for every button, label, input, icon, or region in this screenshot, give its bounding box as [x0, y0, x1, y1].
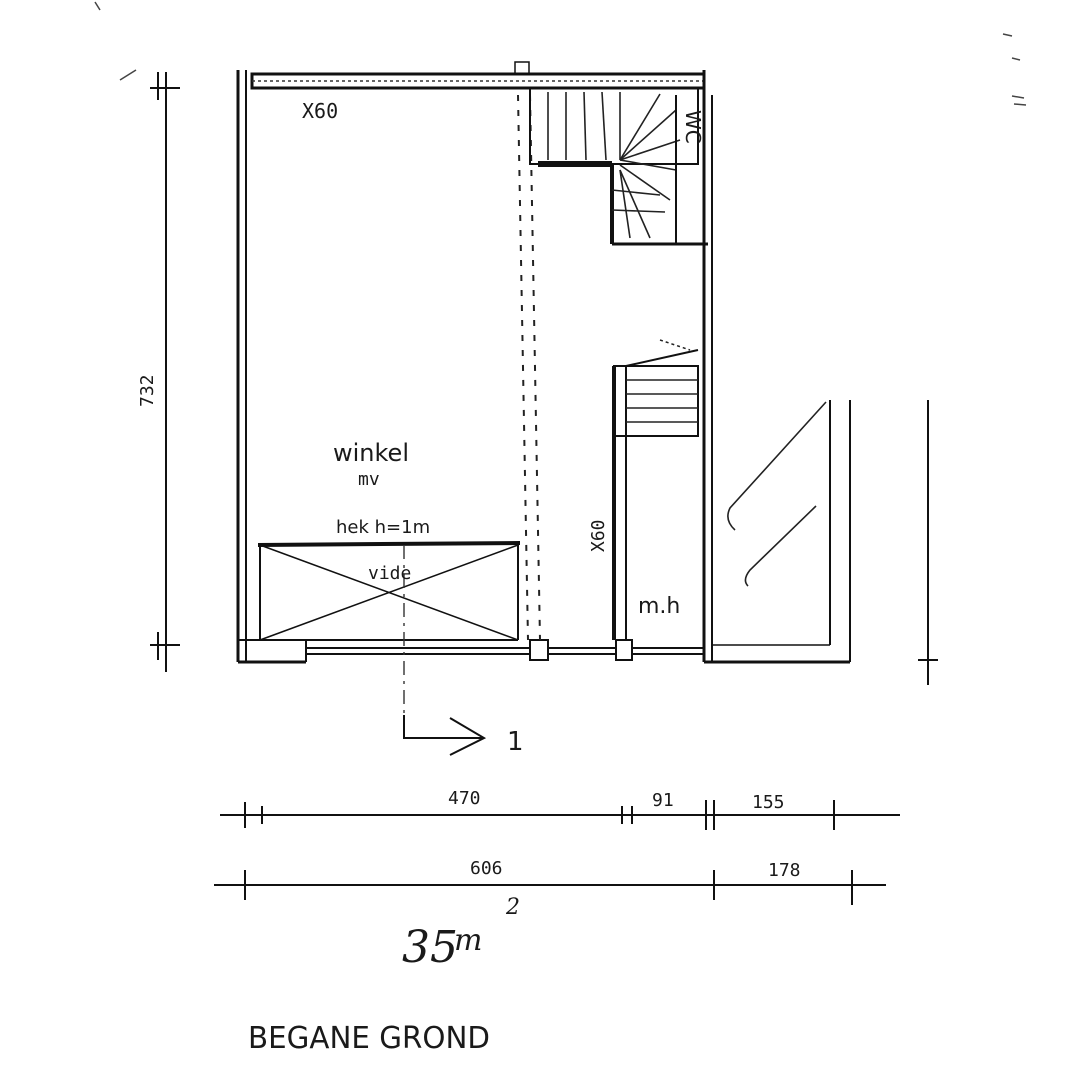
- staircase-upper: [529, 87, 708, 246]
- dimension-row1-value-2: 91: [652, 790, 674, 811]
- vertical-dimension: [150, 72, 180, 672]
- window-label-top: X60: [302, 99, 338, 123]
- dimension-row1-value-1: 470: [448, 788, 481, 809]
- railing-label: hek h=1m: [336, 517, 430, 538]
- beam-line: [517, 94, 529, 641]
- adjacent-unit: [704, 400, 938, 685]
- section-label: 1: [507, 727, 524, 757]
- void-label: vide: [368, 563, 411, 584]
- drawing-title: BEGANE GROND: [248, 1021, 490, 1056]
- area-unit-superscript: 2: [505, 895, 520, 920]
- room-label-shop-sub: mv: [358, 469, 380, 490]
- void-area: [257, 541, 521, 641]
- dimension-row-2: [214, 870, 886, 905]
- dimension-vertical-label: 732: [137, 374, 158, 407]
- toilet-label: WC: [681, 110, 705, 144]
- staircase-lower: [612, 339, 699, 640]
- area-value: 35: [402, 922, 458, 973]
- window-label-side: X60: [588, 519, 609, 552]
- beam-line-2: [529, 94, 541, 641]
- dimension-row2-value-2: 178: [768, 860, 801, 881]
- room-label-shop: winkel: [333, 439, 409, 467]
- scan-noise: [94, 1, 1027, 106]
- meter-room-label: m.h: [638, 594, 680, 619]
- section-marker: [403, 545, 487, 756]
- dimension-row2-value-1: 606: [470, 858, 503, 879]
- dimension-row1-value-3: 155: [752, 792, 785, 813]
- area-unit: m: [454, 923, 482, 958]
- dimension-row-1: [220, 800, 900, 830]
